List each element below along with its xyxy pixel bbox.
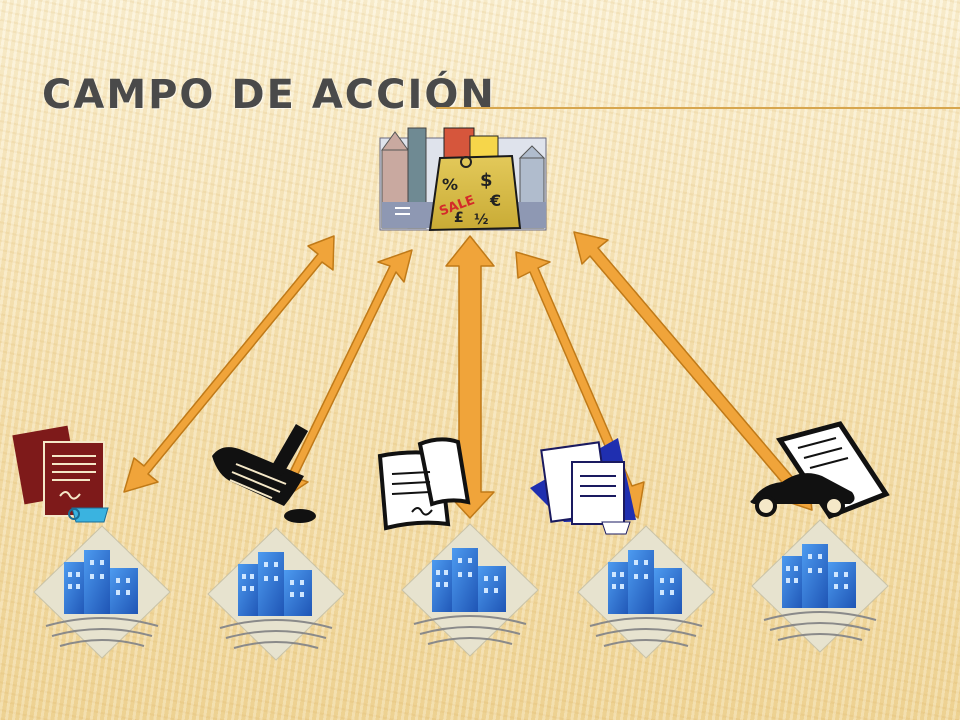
svg-text:½: ½ <box>474 212 489 228</box>
arrow-3 <box>445 235 495 519</box>
svg-text:£: £ <box>454 210 464 226</box>
car-document-icon <box>750 421 890 520</box>
scroll-pen-icon <box>212 423 316 523</box>
open-papers-icon <box>377 437 471 531</box>
shopping-bag-city-icon: SALE % $ € £ ½ <box>379 127 547 232</box>
arrow-5 <box>573 231 813 511</box>
office-building-icon <box>207 527 345 661</box>
title-divider <box>436 107 960 109</box>
svg-text:%: % <box>442 175 458 194</box>
office-building-icon <box>751 519 889 653</box>
blue-folder-documents-icon <box>530 438 636 535</box>
arrow-1 <box>123 235 335 493</box>
office-building-icon <box>401 523 539 657</box>
slide-title: CAMPO DE ACCIÓN <box>42 72 496 118</box>
svg-text:€: € <box>489 191 501 210</box>
office-building-icon <box>33 525 171 659</box>
svg-text:$: $ <box>480 170 493 191</box>
documents-coffee-icon <box>12 425 109 523</box>
office-building-icon <box>577 525 715 659</box>
